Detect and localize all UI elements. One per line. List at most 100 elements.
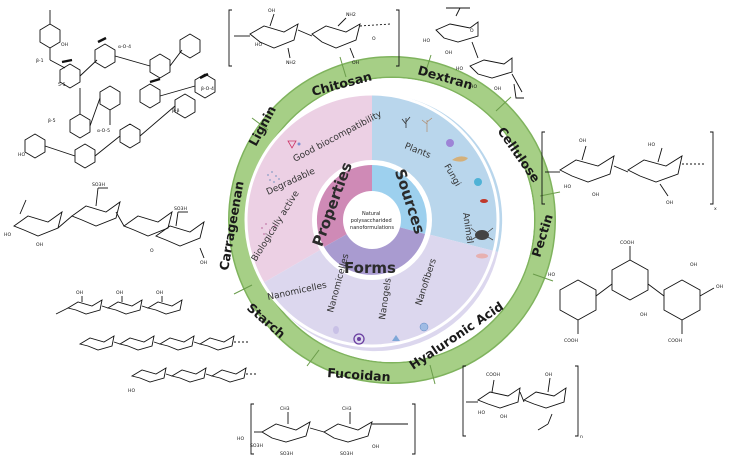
- fungi-cell-icon: [446, 139, 454, 147]
- pectin-cooh-3: COOH: [668, 338, 682, 344]
- lignin-alpha-o-4: α-O-4: [118, 44, 131, 50]
- nanomicelle-icon-2: [353, 333, 365, 345]
- fucoidan-so3h-2: SO3H: [280, 451, 293, 457]
- pectin-ho-1: HO: [548, 272, 555, 278]
- ring-divider: [306, 349, 320, 367]
- cellulose-oh-1: OH: [579, 138, 586, 144]
- animal-label: Animal: [460, 212, 474, 244]
- chitosan-structure: OH HO NH2 NH2 OH O: [228, 8, 400, 67]
- ha-n: n: [580, 435, 583, 440]
- dextran-ho-1: HO: [423, 38, 430, 44]
- ring-divider: [251, 117, 269, 131]
- tree-icon: [421, 117, 433, 132]
- dextran-structure: HO OH HO HO OH O: [423, 7, 524, 99]
- cellulose-x: x: [714, 207, 717, 212]
- ha-oh-2: OH: [545, 372, 552, 378]
- nanofiber-icon: [419, 322, 429, 332]
- pectin-oh-2: OH: [640, 312, 647, 318]
- ring-band-fill: [229, 57, 555, 383]
- lignin-structure: β-1 α-O-4 5-5 β-5 β-O-4 β-β α-O-5 OH HO: [18, 10, 216, 169]
- dextran-oh-2: OH: [494, 86, 501, 92]
- fucoidan-structure: CH3 CH3 HO SO3H SO3H SO3H OH: [237, 403, 416, 457]
- ring-divider: [532, 273, 554, 282]
- forms-label: Forms: [344, 259, 396, 277]
- cellulose-oh-2: OH: [592, 192, 599, 198]
- hyaluronic-acid-structure: COOH HO OH OH n: [462, 365, 583, 440]
- lignin-beta-o-4: β-O-4: [201, 86, 214, 92]
- fungi-spore-icon: [474, 178, 482, 186]
- fucoidan-so3h-3: SO3H: [340, 451, 353, 457]
- inner-core: Natural polysaccharided nanoformulations…: [309, 160, 432, 280]
- crab-icon: [470, 227, 494, 241]
- cellulose-ho: HO: [564, 184, 571, 190]
- chitosan-nh2-2: NH2: [346, 12, 356, 18]
- nanogel-icon: [392, 335, 400, 341]
- dextran-ho-3: HO: [470, 84, 477, 90]
- chitosan-oh-2: OH: [352, 60, 359, 66]
- chitosan-ho: HO: [255, 42, 262, 48]
- cellulose-structure: OH HO OH HO OH x: [541, 131, 717, 212]
- starch-oh-2: OH: [116, 290, 123, 296]
- nanomicelle-icon-1: [333, 326, 339, 334]
- ring-divider: [233, 284, 253, 295]
- starch-ho: HO: [128, 388, 135, 394]
- fungi-hyphae-icon: [452, 156, 468, 162]
- plant-icon: [401, 116, 411, 128]
- lignin-5-5: 5-5: [58, 82, 66, 88]
- biocompatibility-icon: [287, 140, 301, 149]
- carrageenan-so3h-1: SO3H: [92, 182, 105, 188]
- dextran-ho-2: HO: [456, 66, 463, 72]
- carrageenan-ho: HO: [4, 232, 11, 238]
- dextran-oh-1: OH: [445, 50, 452, 56]
- dextran-o: O: [470, 28, 474, 34]
- chitosan-nh2-1: NH2: [286, 60, 296, 66]
- fucoidan-so3h-1: SO3H: [250, 443, 263, 449]
- fucoidan-ch3-1: CH3: [280, 406, 290, 412]
- lignin-beta-1: β-1: [36, 58, 44, 64]
- degradable-dots-icon: [267, 171, 280, 183]
- center-disc: [343, 191, 401, 249]
- carrageenan-structure: SO3H SO3H HO OH OH O: [4, 182, 207, 266]
- animal-tissue-icon: [476, 253, 488, 259]
- ring-divider: [424, 54, 432, 75]
- starch-structure: OH OH OH HO: [55, 290, 258, 394]
- ha-cooh: COOH: [486, 372, 500, 378]
- cellulose-ho-2: HO: [648, 142, 655, 148]
- ring-divider: [539, 191, 561, 197]
- center-title-line-2: polysaccharided: [351, 218, 392, 224]
- fucoidan-label: Fucoidan: [327, 365, 391, 384]
- carrageenan-oh-1: OH: [36, 242, 43, 248]
- center-title-line-3: nanoformulations: [350, 225, 394, 231]
- chitosan-o: O: [372, 36, 376, 42]
- starch-oh-1: OH: [76, 290, 83, 296]
- starch-oh-3: OH: [156, 290, 163, 296]
- lignin-beta-5: β-5: [48, 118, 56, 124]
- pectin-structure: HO COOH COOH COOH OH OH OH: [548, 240, 723, 344]
- ring-divider: [339, 56, 347, 78]
- pectin-cooh-2: COOH: [620, 240, 634, 246]
- lignin-ho: HO: [18, 152, 25, 158]
- carrageenan-oh-2: OH: [200, 260, 207, 266]
- biologically-active-dots-icon: [261, 223, 276, 235]
- ring-divider: [429, 364, 436, 385]
- chitosan-oh-1: OH: [268, 8, 275, 14]
- pectin-oh-1: OH: [716, 284, 723, 290]
- lignin-beta-beta: β-β: [172, 108, 180, 114]
- ring-divider: [495, 96, 512, 112]
- lignin-alpha-o-5: α-O-5: [97, 128, 110, 134]
- pectin-oh-3: OH: [690, 262, 697, 268]
- center-title-line-1: Natural: [362, 211, 380, 217]
- carrageenan-so3h-2: SO3H: [174, 206, 187, 212]
- fucoidan-ho: HO: [237, 436, 244, 442]
- shrimp-icon: [480, 199, 488, 203]
- cellulose-oh-3: OH: [666, 200, 673, 206]
- ha-oh-1: OH: [500, 414, 507, 420]
- fucoidan-ch3-2: CH3: [342, 406, 352, 412]
- pie-outline: [244, 92, 500, 348]
- pectin-cooh-1: COOH: [564, 338, 578, 344]
- ha-ho: HO: [478, 410, 485, 416]
- fucoidan-oh: OH: [372, 444, 379, 450]
- nanomicelle-core-icon: [357, 337, 361, 341]
